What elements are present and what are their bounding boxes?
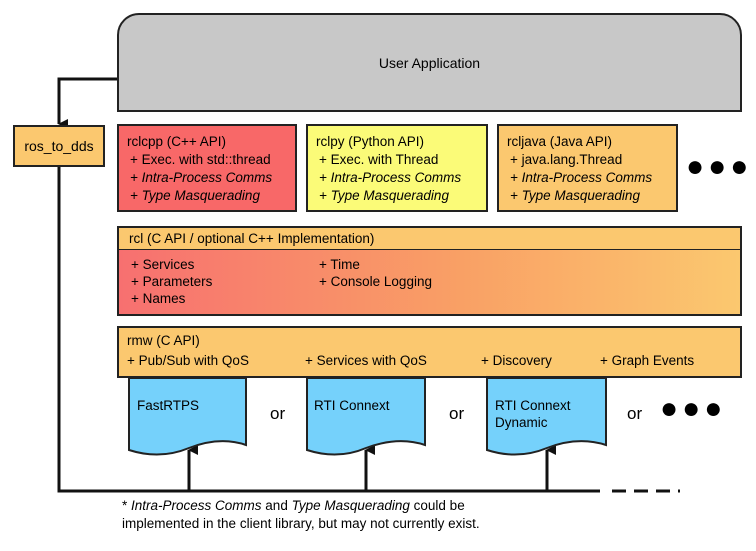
or-text: or xyxy=(270,404,286,423)
rcl-feature: + Console Logging xyxy=(319,274,432,289)
more-impls-ellipsis: ●●● xyxy=(660,392,727,425)
footnote-prefix: * xyxy=(122,498,132,513)
client-item: + Exec. with std::thread xyxy=(130,152,271,167)
client-title: rclcpp (C++ API) xyxy=(127,134,227,149)
rmw-feature: + Graph Events xyxy=(600,353,695,368)
client-item: + Intra-Process Comms xyxy=(130,170,273,185)
footnote-line2: implemented in the client library, but m… xyxy=(122,516,480,531)
rmw-box: rmw (C API) + Pub/Sub with QoS + Service… xyxy=(117,326,742,378)
client-item: + Intra-Process Comms xyxy=(319,170,462,185)
ros-bottom-line xyxy=(57,167,600,493)
client-title: rclpy (Python API) xyxy=(316,134,425,149)
client-item: + Exec. with Thread xyxy=(319,152,439,167)
rcl-feature: + Parameters xyxy=(131,274,213,289)
footnote-term: Type Masquerading xyxy=(291,498,410,513)
rcl-features: + Services + Parameters + Names + Time +… xyxy=(119,250,740,314)
client-item: + Intra-Process Comms xyxy=(510,170,653,185)
client-item: + Type Masquerading xyxy=(510,188,640,203)
fastrtps-shape xyxy=(128,377,247,456)
rmw-feature: + Discovery xyxy=(481,353,552,368)
rmw-feature: + Pub/Sub with QoS xyxy=(127,353,249,368)
rti-dynamic-shape xyxy=(486,377,607,456)
rclpy-box: rclpy (Python API) + Exec. with Thread +… xyxy=(306,124,488,212)
rcl-feature: + Services xyxy=(131,257,195,272)
rcl-box: rcl (C API / optional C++ Implementation… xyxy=(117,226,742,316)
footnote: * Intra-Process Comms and Type Masquerad… xyxy=(122,497,480,533)
rcl-title: rcl (C API / optional C++ Implementation… xyxy=(119,228,740,250)
rmw-title: rmw (C API) xyxy=(127,333,200,348)
ros-to-dds-label: ros_to_dds xyxy=(24,138,94,154)
or-text: or xyxy=(627,404,643,423)
client-item: + java.lang.Thread xyxy=(510,152,623,167)
rcl-feature: + Time xyxy=(319,257,360,272)
impl-fastrtps-label: FastRTPS xyxy=(137,398,200,413)
rcljava-box: rcljava (Java API) + java.lang.Thread + … xyxy=(497,124,678,212)
more-clients-ellipsis: ●●● xyxy=(686,150,753,183)
rclcpp-box: rclcpp (C++ API) + Exec. with std::threa… xyxy=(117,124,297,212)
impl-rti-connext-label: RTI Connext xyxy=(314,398,390,413)
footnote-text: could be xyxy=(409,498,465,513)
app-to-ros-line xyxy=(57,77,117,129)
footnote-term: Intra-Process Comms xyxy=(131,498,262,513)
client-title: rcljava (Java API) xyxy=(507,134,613,149)
user-application-label: User Application xyxy=(378,54,481,71)
rmw-feature: + Services with QoS xyxy=(305,353,427,368)
ros-to-dds-box: ros_to_dds xyxy=(13,125,105,167)
footnote-text: and xyxy=(261,498,292,513)
impl-rti-dynamic-label: RTI Connext Dynamic xyxy=(495,398,571,430)
rcl-feature: + Names xyxy=(131,291,186,306)
user-application-box: User Application xyxy=(117,13,742,112)
client-item: + Type Masquerading xyxy=(130,188,260,203)
or-text: or xyxy=(449,404,465,423)
rti-connext-shape xyxy=(306,377,426,456)
client-item: + Type Masquerading xyxy=(319,188,449,203)
